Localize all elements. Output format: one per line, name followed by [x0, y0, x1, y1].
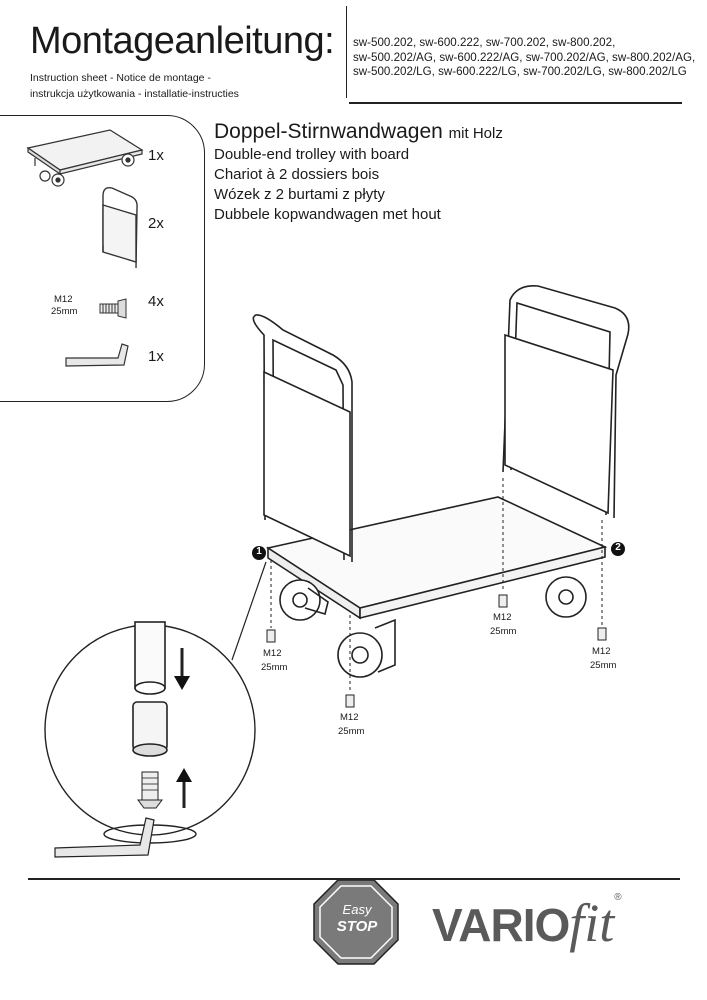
screw-length-label: 25mm	[51, 306, 78, 317]
model-line-1: sw-500.202, sw-600.222, sw-700.202, sw-8…	[353, 36, 616, 49]
marker-1: 1	[256, 546, 262, 557]
footer-rule	[28, 878, 680, 880]
end-frame-icon	[102, 186, 138, 269]
screw-label-size-4: M12	[592, 646, 611, 657]
brand-registered-mark: ®	[614, 892, 622, 903]
subtitle-languages-2: instrukcja użytkowania - installatie-ins…	[30, 88, 239, 100]
marker-2: 2	[615, 542, 621, 553]
trolley-base-icon	[26, 129, 144, 187]
screw-label-length-4: 25mm	[590, 660, 617, 671]
trolley-drawing	[44, 284, 630, 858]
header-divider	[346, 6, 348, 98]
model-numbers: sw-500.202, sw-600.222, sw-700.202, sw-8…	[353, 36, 695, 80]
product-name-de-suffix: mit Holz	[448, 125, 503, 142]
subtitle-languages-1: Instruction sheet - Notice de montage -	[30, 72, 211, 84]
model-line-3: sw-500.202/LG, sw-600.222/LG, sw-700.202…	[353, 65, 687, 79]
qty-allen-key: 1x	[148, 348, 164, 365]
product-name-fr: Chariot à 2 dossiers bois	[214, 166, 380, 183]
allen-key-icon	[65, 343, 129, 367]
product-name-de-main: Doppel-Stirnwandwagen	[214, 120, 443, 143]
screw-label-length-2: 25mm	[338, 726, 365, 737]
badge-text-easy: Easy	[342, 902, 372, 917]
product-name-en: Double-end trolley with board	[214, 146, 410, 163]
model-line-2: sw-500.202/AG, sw-600.222/AG, sw-700.202…	[353, 50, 696, 64]
product-name-nl: Dubbele kopwandwagen met hout	[214, 206, 441, 223]
screw-label-size-2: M12	[340, 712, 359, 723]
screw-label-length-1: 25mm	[261, 662, 288, 673]
screw-label-size-3: M12	[493, 612, 512, 623]
header-rule	[349, 102, 682, 104]
product-name-de: Doppel-Stirnwandwagen mit Holz	[214, 120, 503, 144]
brand-main: VARIO	[432, 899, 570, 951]
page-title: Montageanleitung:	[30, 20, 335, 62]
qty-screw: 4x	[148, 293, 164, 310]
brand-accent: fit	[569, 893, 615, 953]
qty-trolley-base: 1x	[148, 147, 164, 164]
badge-text-stop: STOP	[336, 918, 378, 935]
screw-label-size-1: M12	[263, 648, 282, 659]
easy-stop-badge-icon	[313, 879, 399, 965]
screw-size-label: M12	[54, 294, 73, 305]
brand-logo: VARIOfit®	[432, 892, 622, 954]
screw-icon	[99, 298, 127, 319]
screw-label-length-3: 25mm	[490, 626, 517, 637]
parts-list-box	[0, 115, 205, 402]
product-name-pl: Wózek z 2 burtami z płyty	[214, 186, 385, 203]
qty-end-frame: 2x	[148, 215, 164, 232]
